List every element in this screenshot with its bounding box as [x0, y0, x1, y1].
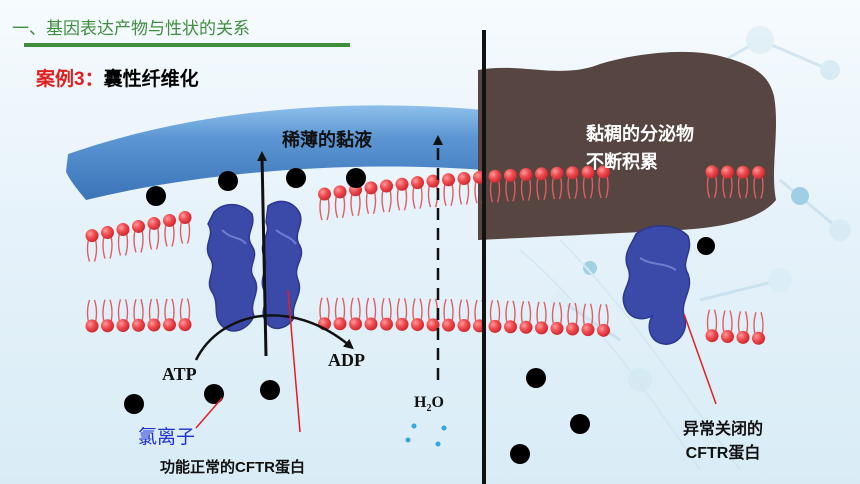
phospholipid	[395, 298, 409, 331]
phospholipid	[550, 166, 564, 200]
sticky-secretion-label: 黏稠的分泌物 不断积累	[586, 120, 694, 176]
case-name: 囊性纤维化	[103, 69, 199, 90]
slide-title: 一、基因表达产物与性状的关系	[12, 19, 250, 38]
phospholipid	[411, 176, 424, 209]
phospholipid	[163, 213, 176, 247]
atp-label: ATP	[162, 364, 197, 384]
normal-cftr-label: 功能正常的CFTR蛋白	[160, 459, 305, 476]
phospholipid	[318, 187, 331, 221]
water-label-h: H	[414, 394, 427, 411]
phospholipid	[752, 312, 765, 345]
water-label: H2O	[414, 394, 444, 414]
background-molecule-decor	[519, 26, 851, 471]
abnormal-cftr-label: 异常关闭的 CFTR蛋白	[683, 418, 763, 466]
abnormal-cftr-label-line1: 异常关闭的	[683, 421, 764, 438]
phospholipid	[721, 165, 734, 199]
thin-mucus-layer	[66, 105, 484, 200]
phospholipid	[457, 171, 471, 205]
phospholipid	[349, 297, 362, 331]
phospholipid	[380, 297, 393, 331]
atp-adp-reaction-arrow	[194, 314, 354, 361]
phospholipid	[457, 299, 471, 333]
phospholipid	[488, 169, 502, 203]
phospholipid	[132, 299, 145, 332]
phospholipid	[519, 168, 533, 201]
phospholipid	[395, 177, 409, 211]
chloride-ion-group	[124, 168, 715, 464]
abnormal-cftr-label-line2: CFTR蛋白	[685, 445, 761, 462]
phospholipid	[333, 297, 347, 331]
phospholipid	[85, 299, 99, 333]
chloride-ion-label: 氯离子	[138, 426, 196, 448]
phospholipid	[566, 302, 579, 336]
phospholipid	[581, 303, 595, 337]
phospholipid	[364, 297, 378, 331]
adp-label: ADP	[328, 350, 365, 370]
phospholipid	[163, 298, 176, 332]
phospholipid	[178, 211, 192, 244]
sticky-secretion-label-line2: 不断积累	[586, 152, 658, 172]
phospholipid	[488, 300, 502, 333]
phospholipid	[364, 181, 378, 215]
phospholipid	[380, 179, 393, 213]
phospholipid	[752, 165, 765, 199]
normal-cftr-protein	[206, 200, 303, 332]
phospholipid	[705, 165, 719, 198]
water-label-subscript: 2	[426, 403, 432, 415]
header-rule	[24, 43, 350, 47]
phospholipid	[566, 166, 579, 199]
phospholipid	[736, 311, 750, 344]
phospholipid	[504, 168, 517, 202]
phospholipid	[550, 302, 564, 335]
phospholipid-bilayer	[85, 165, 765, 345]
phospholipid	[349, 183, 362, 217]
sticky-secretion-label-line1: 黏稠的分泌物	[586, 124, 694, 144]
phospholipid	[116, 299, 130, 332]
phospholipid	[85, 229, 99, 262]
phospholipid	[101, 226, 114, 259]
water-label-o: O	[431, 394, 444, 411]
phospholipid	[101, 299, 114, 333]
phospholipid	[442, 298, 455, 332]
phospholipid	[535, 167, 548, 201]
phospholipid	[442, 173, 455, 206]
case-title: 案例3：囊性纤维化	[36, 64, 199, 91]
chloride-pointer	[195, 397, 223, 429]
phospholipid	[147, 298, 161, 332]
case-prefix: 案例3：	[36, 69, 104, 90]
phospholipid	[535, 301, 548, 335]
phospholipid	[147, 216, 161, 250]
phospholipid	[736, 165, 750, 199]
abnormal-cftr-pointer	[683, 313, 717, 405]
mucus-flow-arrow	[257, 151, 268, 357]
phospholipid	[721, 310, 734, 344]
normal-cftr-pointer	[287, 289, 301, 433]
phospholipid	[597, 304, 610, 337]
phospholipid	[597, 165, 610, 199]
phospholipid	[411, 298, 424, 332]
phospholipid	[333, 185, 347, 219]
water-droplets	[405, 423, 447, 447]
phospholipid	[504, 300, 517, 334]
phospholipid	[581, 165, 595, 199]
thin-mucus-label: 稀薄的黏液	[282, 130, 372, 150]
abnormal-cftr-protein	[622, 225, 691, 345]
phospholipid	[705, 309, 719, 343]
phospholipid	[116, 222, 130, 256]
phospholipid	[519, 301, 533, 334]
phospholipid	[178, 298, 192, 332]
phospholipid	[132, 219, 145, 253]
phospholipid	[426, 174, 440, 208]
